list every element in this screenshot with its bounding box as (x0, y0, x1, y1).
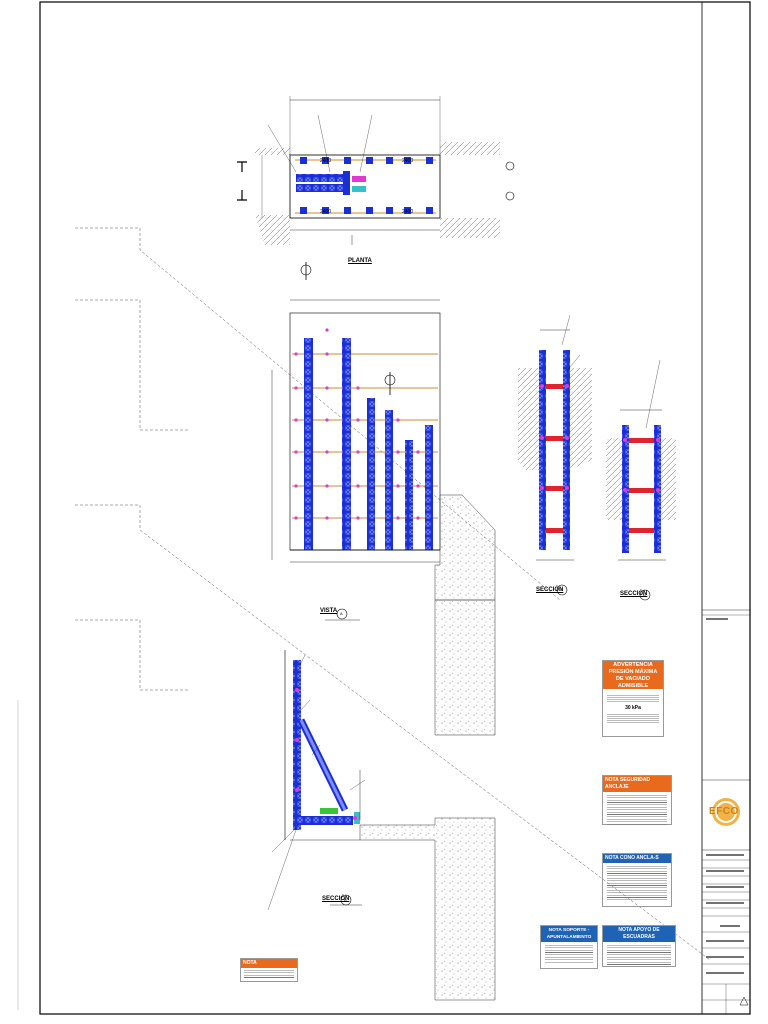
note-nota-body (244, 970, 294, 978)
note-advertencia-text (607, 695, 659, 703)
plan-view (237, 96, 515, 280)
elevation-view-label: VISTA (320, 608, 338, 614)
section-b-label: SECCIÓN (322, 896, 350, 902)
plan-dim-2: 2400 (402, 158, 414, 164)
elevation-view-tag: A (340, 611, 343, 616)
note-advertencia-title: ADVERTENCIA PRESIÓN MÁXIMA DE VACIADO AD… (603, 661, 663, 689)
note-escuadras-body (607, 945, 671, 965)
note-advertencia-body (607, 714, 659, 724)
sheet-border (39, 1, 751, 1015)
title-block (701, 2, 750, 1014)
note-cono-body (607, 866, 667, 900)
note-soporte-body (545, 945, 593, 963)
note-cono-title: NOTA CONO ANCLA-S (603, 854, 671, 863)
note-escuadras: NOTA APOYO DE ESCUADRAS (602, 925, 676, 967)
section-d-label: SECCIÓN (620, 591, 648, 597)
plan-dim-3: 2400 (320, 209, 332, 215)
section-b-tag: B (344, 897, 347, 902)
plan-dim-4: 2400 (402, 209, 414, 215)
section-c-label: SECCIÓN (536, 587, 564, 593)
elevation-view (271, 299, 496, 621)
note-nota-title: NOTA (241, 959, 297, 968)
note-seguridad-body (607, 795, 667, 825)
note-seguridad-anclaje: NOTA SEGURIDAD ANCLAJE (602, 775, 672, 825)
section-d (606, 359, 676, 601)
note-advertencia: ADVERTENCIA PRESIÓN MÁXIMA DE VACIADO AD… (602, 660, 664, 737)
section-d-tag: D (643, 592, 646, 597)
section-b (267, 650, 496, 1001)
note-soporte-title: NOTA SOPORTE - APUNTALAMIENTO (541, 926, 597, 942)
efco-logo: EFCO (709, 806, 739, 817)
plan-dim-1: 2400 (320, 158, 332, 164)
note-advertencia-pressure: 30 kPa (625, 705, 641, 711)
plan-view-label: PLANTA (348, 258, 372, 264)
section-c-tag: C (560, 587, 563, 592)
note-nota: NOTA (240, 958, 298, 982)
note-soporte: NOTA SOPORTE - APUNTALAMIENTO (540, 925, 598, 969)
note-seguridad-title: NOTA SEGURIDAD ANCLAJE (603, 776, 671, 792)
note-escuadras-title: NOTA APOYO DE ESCUADRAS (603, 926, 675, 942)
note-cono-ancla: NOTA CONO ANCLA-S (602, 853, 672, 907)
section-c (518, 314, 592, 596)
